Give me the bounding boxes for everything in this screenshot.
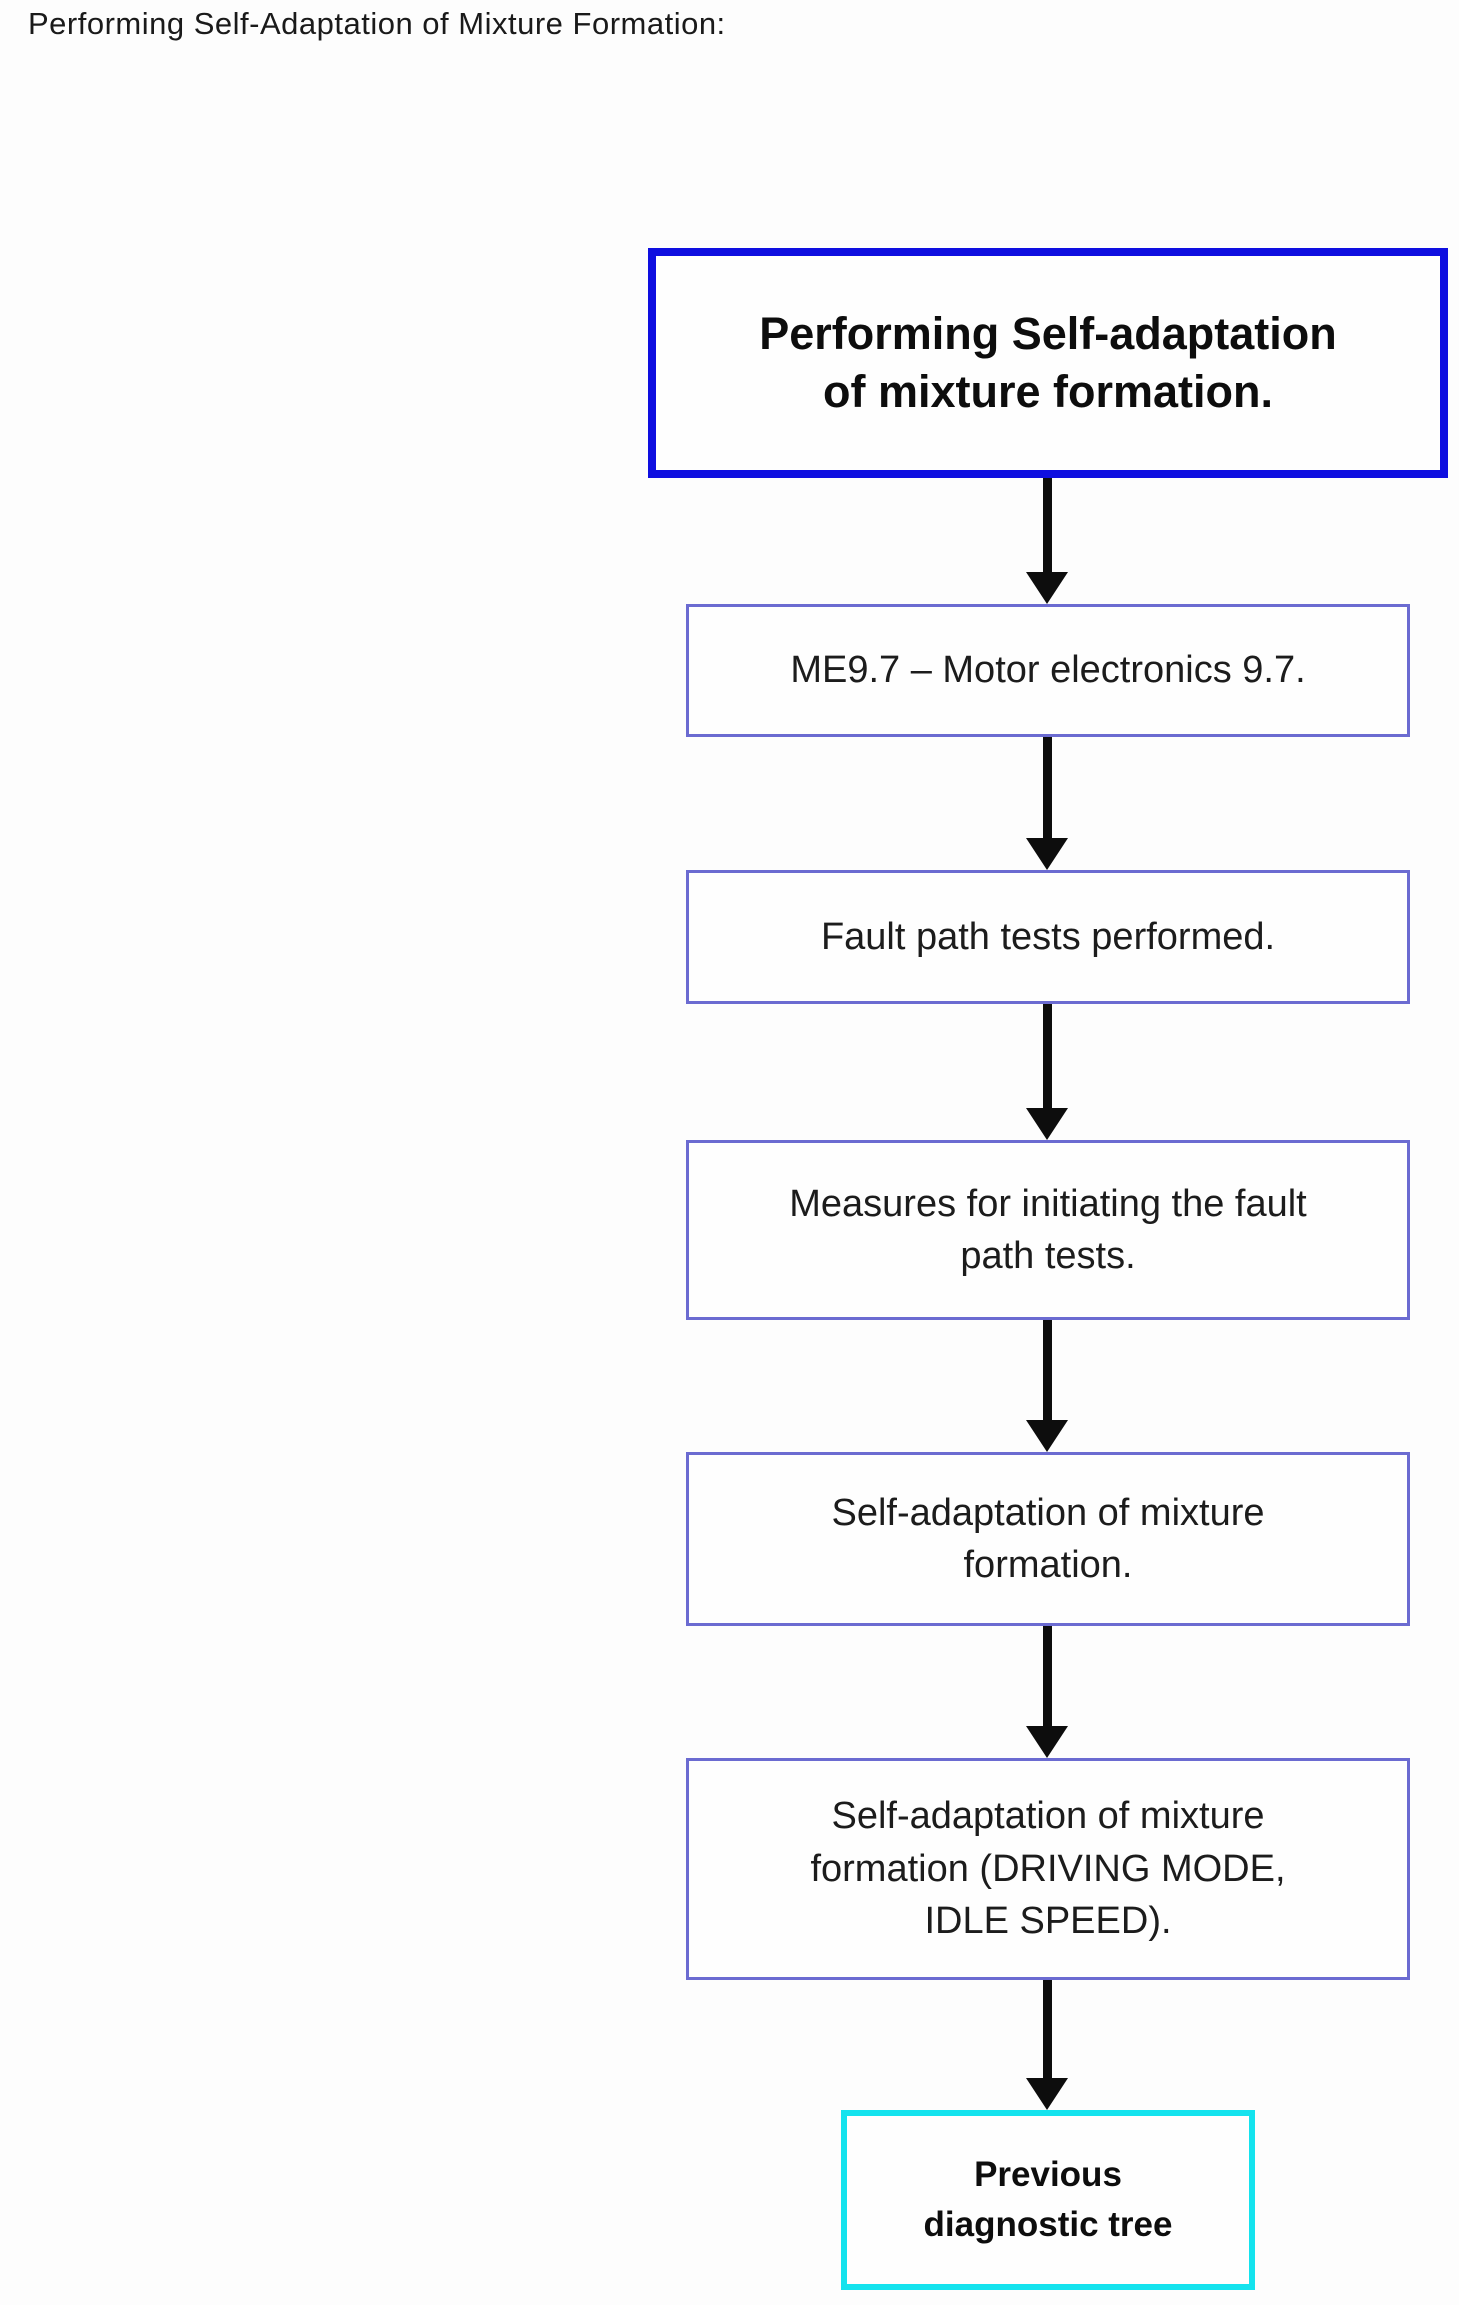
arrow-head-icon: [1026, 572, 1068, 604]
flow-node-label: Self-adaptation of mixture formation (DR…: [810, 1795, 1286, 1943]
arrow-head-icon: [1026, 1726, 1068, 1758]
arrow-head-icon: [1026, 1420, 1068, 1452]
flow-node-label: Performing Self-adaptation of mixture fo…: [759, 307, 1337, 418]
flow-node-self-adaptation: Self-adaptation of mixture formation.: [686, 1452, 1410, 1626]
arrow-shaft: [1042, 1320, 1052, 1420]
flow-node-fault-path-tests: Fault path tests performed.: [686, 870, 1410, 1004]
down-arrow: [1026, 737, 1068, 870]
arrow-shaft: [1042, 737, 1052, 838]
flow-node-label: ME9.7 – Motor electronics 9.7.: [790, 649, 1306, 692]
flow-node-label: Previous diagnostic tree: [923, 2155, 1173, 2244]
flow-node-label: Measures for initiating the fault path t…: [789, 1182, 1307, 1277]
arrow-shaft: [1042, 1004, 1052, 1108]
down-arrow: [1026, 1626, 1068, 1758]
arrow-shaft: [1042, 478, 1052, 572]
flow-node-label: Fault path tests performed.: [820, 915, 1276, 958]
down-arrow: [1026, 1980, 1068, 2110]
arrow-head-icon: [1026, 2078, 1068, 2110]
arrow-shaft: [1042, 1980, 1052, 2078]
flow-node-previous-diagnostic-tree[interactable]: Previous diagnostic tree: [841, 2110, 1255, 2290]
flow-node-performing-self-adaptation: Performing Self-adaptation of mixture fo…: [648, 248, 1448, 478]
flow-node-motor-electronics: ME9.7 – Motor electronics 9.7.: [686, 604, 1410, 737]
down-arrow: [1026, 1004, 1068, 1140]
page-title: Performing Self-Adaptation of Mixture Fo…: [28, 6, 726, 41]
down-arrow: [1026, 1320, 1068, 1452]
arrow-head-icon: [1026, 1108, 1068, 1140]
down-arrow: [1026, 478, 1068, 604]
flow-node-self-adaptation-driving-idle: Self-adaptation of mixture formation (DR…: [686, 1758, 1410, 1980]
flow-node-measures-initiating: Measures for initiating the fault path t…: [686, 1140, 1410, 1320]
arrow-shaft: [1042, 1626, 1052, 1726]
arrow-head-icon: [1026, 838, 1068, 870]
flow-node-label: Self-adaptation of mixture formation.: [831, 1491, 1265, 1586]
